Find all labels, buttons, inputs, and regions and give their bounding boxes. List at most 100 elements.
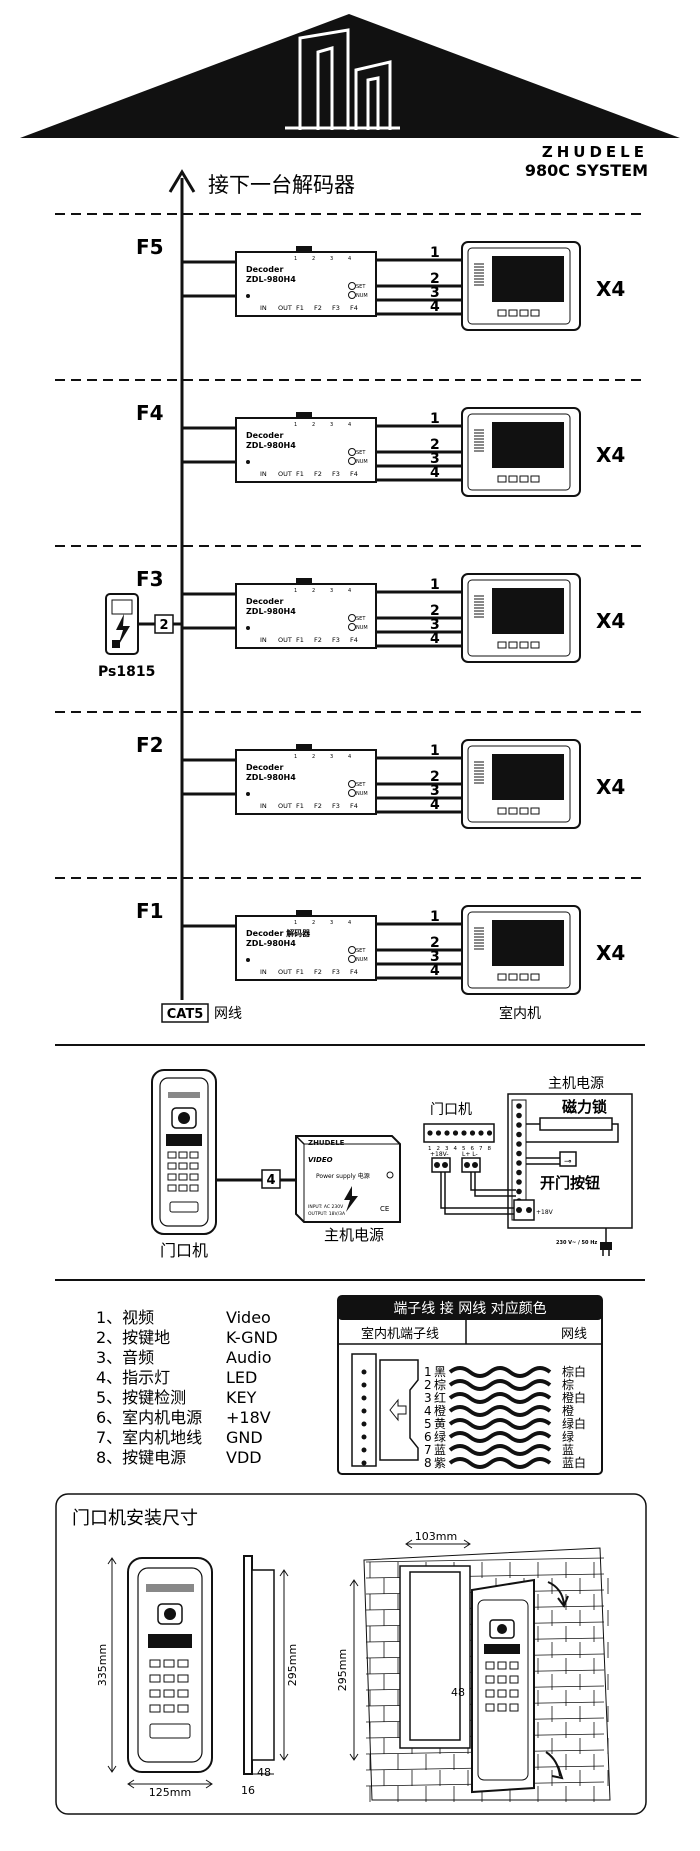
wiring-lines [440, 1123, 619, 1215]
decoder-top-label: 2 [312, 422, 315, 428]
terminal-left-label: +18V- [430, 1151, 449, 1158]
decoder-button-label: NUM [356, 293, 368, 299]
decoder-button-label: SET [356, 782, 366, 788]
line-number: 2 [430, 437, 440, 453]
door-unit-terminal-label: 门口机 [430, 1102, 472, 1118]
decoder-button-icon [348, 282, 356, 290]
indoor-unit-label: 室内机 [499, 1005, 541, 1022]
ce-mark: CE [380, 1205, 389, 1213]
decoder-model: ZDL-980H4 [246, 939, 296, 948]
line-number: 4 [430, 797, 440, 813]
side-panel-depth: 16 [241, 1784, 255, 1797]
line-number: 3 [430, 451, 440, 467]
legend-cn: 8、按键电源 [96, 1448, 186, 1467]
decoder-button-label: NUM [356, 625, 368, 631]
terminal-number: 8 [488, 1146, 492, 1152]
decoder-top-label: 3 [330, 422, 333, 428]
monitor-button-icon [497, 641, 507, 649]
keypad-key [163, 1659, 175, 1668]
terminal-wire-color: 橙 [434, 1403, 446, 1418]
floor-label: F2 [136, 733, 164, 757]
keypad-key [497, 1675, 507, 1684]
keypad-key [177, 1659, 189, 1668]
line-number: 4 [430, 631, 440, 647]
side-height: 295mm [286, 1644, 299, 1686]
decoder-button-icon [348, 780, 356, 788]
decoder-top-label: 3 [330, 588, 333, 594]
decoder-port: IN [260, 304, 267, 312]
keypad-key [189, 1162, 199, 1170]
keypad-key [163, 1704, 175, 1713]
terminal-number: 6 [471, 1146, 475, 1152]
decoder-button-label: NUM [356, 957, 368, 963]
decoder-port: F1 [296, 636, 304, 644]
front-height: 335mm [96, 1644, 109, 1686]
monitor-button-icon [530, 475, 540, 483]
decoder-button-label: SET [356, 284, 366, 290]
decoder-title: Decoder [246, 265, 283, 274]
color-table-col-right: 网线 [561, 1327, 587, 1342]
decoder-port: F4 [350, 968, 358, 976]
row-number: 3 [424, 1391, 432, 1405]
monitor-screen [492, 422, 564, 468]
ps1815-model: Ps1815 [98, 664, 155, 680]
roof-banner [20, 14, 680, 138]
decoder-button-label: SET [356, 948, 366, 954]
main-power-supply-box [295, 1135, 401, 1223]
side-depth: 48 [257, 1766, 271, 1779]
decoder-button-icon [348, 955, 356, 963]
line-number: 1 [430, 743, 440, 759]
legend-en: GND [226, 1428, 263, 1447]
row-number: 8 [424, 1456, 432, 1470]
monitor-multiplier: X4 [596, 443, 625, 467]
keypad-key [509, 1703, 519, 1712]
decoder-port: F3 [332, 802, 340, 810]
row-number: 2 [424, 1378, 432, 1392]
keypad-key [177, 1704, 189, 1713]
line-number: 2 [430, 935, 440, 951]
keypad-key [167, 1184, 177, 1192]
decoder-button-label: SET [356, 616, 366, 622]
main-power-wire-count: 4 [266, 1173, 275, 1188]
decoder-button-icon [348, 623, 356, 631]
floor-label: F4 [136, 401, 164, 425]
legend-en: Audio [226, 1348, 271, 1367]
monitor-button-icon [519, 973, 529, 981]
cable-type: CAT5 [167, 1007, 204, 1022]
mains-label: 230 V~ / 50 Hz [556, 1240, 597, 1246]
decoder-port: F4 [350, 802, 358, 810]
keypad-key [177, 1674, 189, 1683]
decoder-port: F4 [350, 304, 358, 312]
decoder-top-label: 1 [294, 422, 297, 428]
decoder-button-icon [348, 448, 356, 456]
brand-system: 980C SYSTEM [525, 161, 648, 180]
door-unit-label: 门口机 [160, 1241, 208, 1260]
color-table-title: 端子线 接 网线 对应颜色 [393, 1300, 546, 1317]
terminal-number: 5 [462, 1146, 466, 1152]
keypad-key [189, 1184, 199, 1192]
line-number: 4 [430, 465, 440, 481]
line-number: 3 [430, 949, 440, 965]
monitor-button-icon [530, 807, 540, 815]
legend-en: LED [226, 1368, 257, 1387]
terminal-wire-color: 红 [434, 1390, 446, 1405]
floor-label: F5 [136, 235, 164, 259]
decoder-title: Decoder [246, 597, 283, 606]
decoder-port: OUT [278, 636, 292, 644]
decoder-title: Decoder [246, 431, 283, 440]
monitor-screen [492, 256, 564, 302]
door-terminal-strip [423, 1123, 495, 1143]
decoder-title: Decoder [246, 763, 283, 772]
terminal-dots [427, 1130, 493, 1136]
decoder-top-label: 4 [348, 256, 351, 262]
decoder-port: F1 [296, 304, 304, 312]
decoder-top-label: 3 [330, 754, 333, 760]
decoder-button-label: NUM [356, 791, 368, 797]
keypad-key [149, 1659, 161, 1668]
terminal-wire-color: 紫 [434, 1456, 446, 1470]
decoder-top-label: 1 [294, 920, 297, 926]
line-number: 4 [430, 299, 440, 315]
decoder-port: F4 [350, 470, 358, 478]
